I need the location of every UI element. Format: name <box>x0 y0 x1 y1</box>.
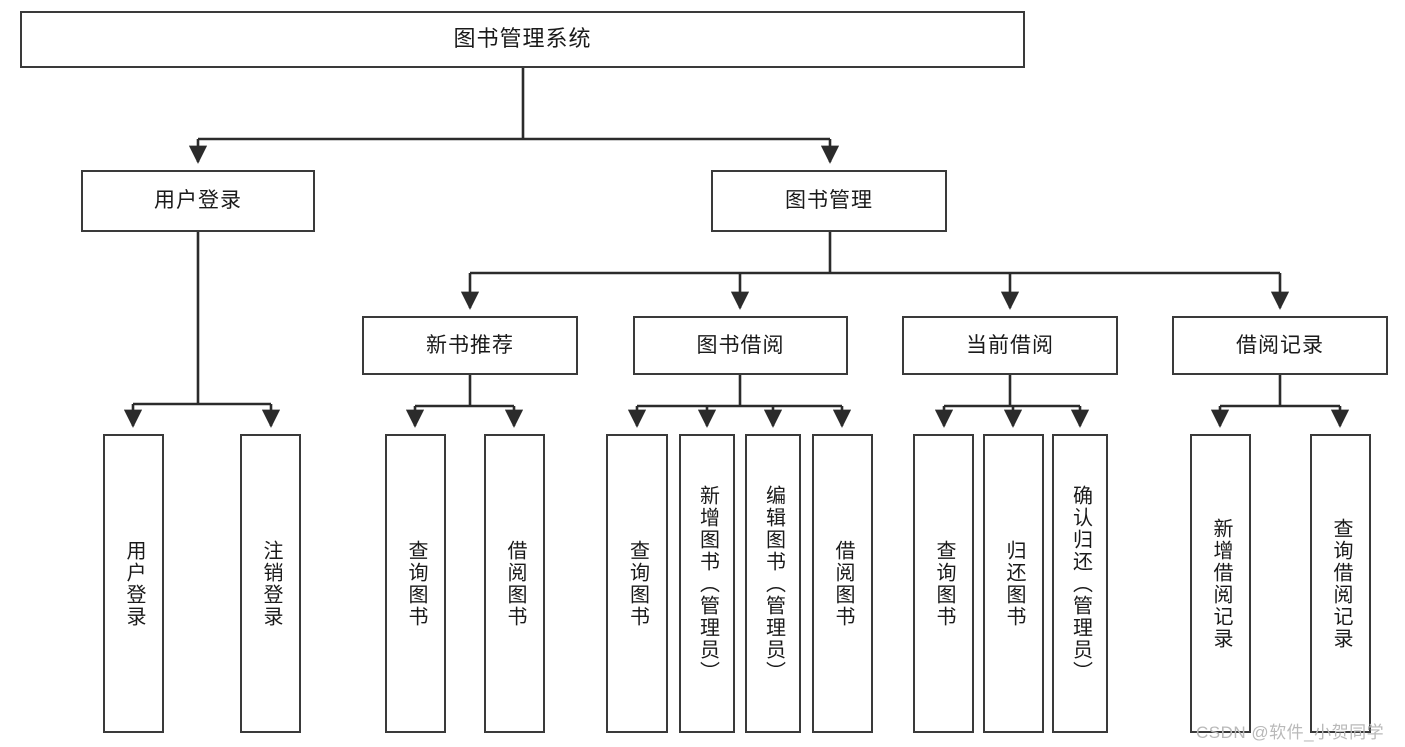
node-level3-borrow-records[interactable]: 借阅记录 <box>1172 316 1388 375</box>
node-leaf-add-book-admin[interactable]: 新增图书（管理员） <box>679 434 735 733</box>
node-label: 新书推荐 <box>426 333 514 357</box>
node-label: 确认归还（管理员） <box>1069 484 1092 683</box>
node-label: 借阅图书 <box>504 539 526 628</box>
node-leaf-confirm-return-admin[interactable]: 确认归还（管理员） <box>1052 434 1108 733</box>
node-label: 注销登录 <box>260 539 282 628</box>
node-level3-book-borrowing[interactable]: 图书借阅 <box>633 316 848 375</box>
node-leaf-add-borrow-record[interactable]: 新增借阅记录 <box>1190 434 1251 733</box>
node-label: 借阅记录 <box>1236 333 1324 357</box>
node-level3-new-book-recommendation[interactable]: 新书推荐 <box>362 316 578 375</box>
node-leaf-query-books-rec[interactable]: 查询图书 <box>385 434 446 733</box>
node-label: 借阅图书 <box>832 539 854 628</box>
node-label: 查询图书 <box>626 539 649 628</box>
node-leaf-query-borrow-record[interactable]: 查询借阅记录 <box>1310 434 1371 733</box>
node-label: 新增图书（管理员） <box>696 484 719 683</box>
node-label: 当前借阅 <box>966 333 1054 357</box>
node-level2-user-login[interactable]: 用户登录 <box>81 170 315 232</box>
node-label: 用户登录 <box>123 539 145 628</box>
node-label: 查询图书 <box>933 539 955 628</box>
node-label: 查询借阅记录 <box>1330 517 1352 650</box>
node-leaf-borrow-books-rec[interactable]: 借阅图书 <box>484 434 545 733</box>
node-label: 图书管理系统 <box>453 26 592 52</box>
node-label: 编辑图书（管理员） <box>762 484 785 683</box>
node-label: 归还图书 <box>1003 539 1025 628</box>
node-leaf-query-books-borrow[interactable]: 查询图书 <box>606 434 668 733</box>
node-leaf-user-login[interactable]: 用户登录 <box>103 434 164 733</box>
node-label: 图书管理 <box>785 189 873 213</box>
node-level3-current-borrowing[interactable]: 当前借阅 <box>902 316 1118 375</box>
node-leaf-borrow-books[interactable]: 借阅图书 <box>812 434 873 733</box>
node-leaf-logout[interactable]: 注销登录 <box>240 434 301 733</box>
node-label: 新增借阅记录 <box>1210 517 1232 650</box>
node-label: 图书借阅 <box>696 333 785 357</box>
node-label: 用户登录 <box>154 189 242 213</box>
node-root[interactable]: 图书管理系统 <box>20 11 1025 68</box>
node-level2-book-management[interactable]: 图书管理 <box>711 170 947 232</box>
csdn-watermark: CSDN @软件_小贺同学 <box>1196 723 1385 742</box>
node-leaf-edit-book-admin[interactable]: 编辑图书（管理员） <box>745 434 801 733</box>
node-leaf-return-books[interactable]: 归还图书 <box>983 434 1044 733</box>
node-label: 查询图书 <box>405 539 427 628</box>
node-leaf-query-books-current[interactable]: 查询图书 <box>913 434 974 733</box>
